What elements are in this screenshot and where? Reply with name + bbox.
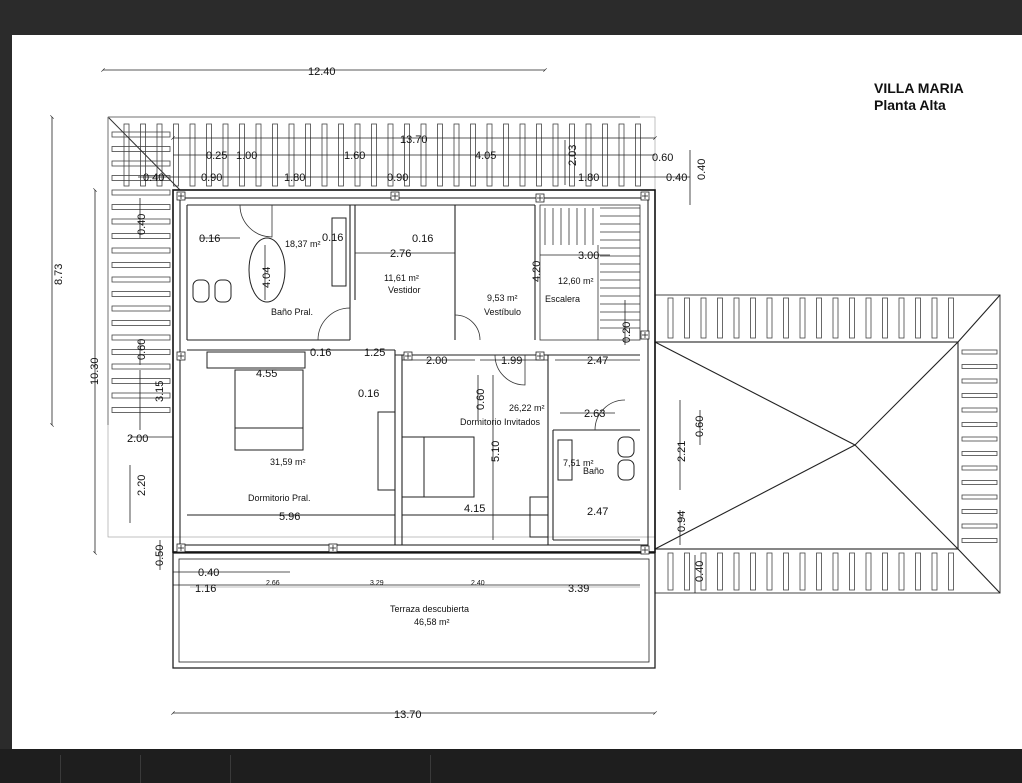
svg-text:0.90: 0.90 [201,172,222,184]
svg-text:1.80: 1.80 [284,172,305,184]
svg-text:Vestidor: Vestidor [388,285,421,295]
svg-text:7,51 m²: 7,51 m² [563,458,594,468]
svg-text:1.00: 1.00 [236,150,257,162]
svg-text:12,60 m²: 12,60 m² [558,276,594,286]
svg-text:0.16: 0.16 [322,232,343,244]
room-labels: 18,37 m² Baño Pral. 11,61 m² Vestidor 9,… [248,239,604,627]
floor-title: Planta Alta [874,97,946,113]
svg-text:1.99: 1.99 [501,355,522,367]
svg-text:4.55: 4.55 [256,368,277,380]
dimension-labels: 12.40 13.70 13.70 8.73 10.30 0.25 1.00 1… [53,66,708,721]
svg-text:1.25: 1.25 [364,347,385,359]
svg-text:0.16: 0.16 [358,388,379,400]
svg-text:4.04: 4.04 [261,267,273,288]
svg-text:1.16: 1.16 [195,583,216,595]
svg-text:31,59 m²: 31,59 m² [270,457,306,467]
dim-left-upper: 8.73 [53,264,65,285]
svg-text:11,61 m²: 11,61 m² [384,273,419,283]
roof-eave-main [111,123,641,413]
svg-text:2.00: 2.00 [127,433,148,445]
svg-text:2.63: 2.63 [584,408,605,420]
svg-text:46,58 m²: 46,58 m² [414,617,450,627]
svg-text:2.03: 2.03 [567,145,579,166]
svg-text:0.16: 0.16 [412,233,433,245]
svg-text:0.16: 0.16 [199,233,220,245]
vanity-counter [331,217,347,287]
svg-text:Vestíbulo: Vestíbulo [484,307,521,317]
svg-text:0.40: 0.40 [198,567,219,579]
dim-bottom-overall: 13.70 [394,709,422,721]
svg-text:0.94: 0.94 [676,511,688,532]
svg-text:0.25: 0.25 [206,150,227,162]
dim-top-overall: 12.40 [308,66,336,78]
svg-text:4.20: 4.20 [531,261,543,282]
project-title: VILLA MARIA [874,80,964,96]
dim-left-total: 10.30 [89,357,101,385]
svg-text:0.60: 0.60 [652,152,673,164]
svg-text:2.00: 2.00 [426,355,447,367]
svg-text:0.40: 0.40 [143,172,164,184]
svg-text:0.60: 0.60 [136,339,148,360]
svg-text:2.47: 2.47 [587,355,608,367]
svg-text:5.96: 5.96 [279,511,300,523]
svg-text:Baño Pral.: Baño Pral. [271,307,313,317]
title-block: VILLA MARIA Planta Alta [874,80,964,114]
svg-text:2.40: 2.40 [471,580,485,587]
guest-sink-icon [557,439,573,481]
svg-text:Dormitorio Pral.: Dormitorio Pral. [248,493,311,503]
svg-text:Baño: Baño [583,466,604,476]
dimension-lines [50,68,701,715]
svg-text:0.40: 0.40 [136,214,148,235]
svg-text:26,22 m²: 26,22 m² [509,403,545,413]
terrace [172,552,656,669]
svg-text:1.80: 1.80 [578,172,599,184]
bidet-icon [214,279,232,303]
svg-text:0.60: 0.60 [475,389,487,410]
svg-text:3.00: 3.00 [578,250,599,262]
bathtub-icon [248,237,286,303]
guest-toilet-icon [617,436,635,458]
doors [239,204,626,431]
roof-eave-east [667,297,998,591]
guest-bed-icon [401,436,475,498]
svg-text:Terraza descubierta: Terraza descubierta [390,604,469,614]
svg-text:0.90: 0.90 [387,172,408,184]
svg-text:Escalera: Escalera [545,294,580,304]
svg-text:Dormitorio Invitados: Dormitorio Invitados [460,417,541,427]
svg-text:2.47: 2.47 [587,506,608,518]
svg-text:2.20: 2.20 [136,475,148,496]
svg-text:0.40: 0.40 [694,561,706,582]
toilet-icon [192,279,210,303]
svg-text:2.21: 2.21 [676,441,688,462]
svg-text:2.66: 2.66 [266,580,280,587]
svg-text:0.40: 0.40 [696,159,708,180]
svg-text:3.15: 3.15 [154,381,166,402]
east-roof [654,294,1001,594]
svg-text:1.60: 1.60 [344,150,365,162]
corner-markers [176,191,650,555]
svg-text:18,37 m²: 18,37 m² [285,239,321,249]
dresser [377,411,396,491]
svg-text:0.50: 0.50 [154,545,166,566]
dim-top-inner: 13.70 [400,134,428,146]
wardrobe [206,351,306,369]
svg-text:0.60: 0.60 [694,416,706,437]
svg-text:0.40: 0.40 [666,172,687,184]
staircase [539,204,641,341]
svg-text:3.29: 3.29 [370,580,384,587]
svg-text:4.15: 4.15 [464,503,485,515]
exterior-walls [172,189,656,553]
svg-text:5.10: 5.10 [490,441,502,462]
svg-text:4.05: 4.05 [475,150,496,162]
double-bed-icon [234,369,304,451]
svg-text:0.16: 0.16 [310,347,331,359]
svg-text:0.20: 0.20 [621,322,633,343]
background-strip [0,749,1022,783]
furniture [192,217,635,538]
svg-text:2.76: 2.76 [390,248,411,260]
svg-text:9,53 m²: 9,53 m² [487,293,518,303]
svg-text:3.39: 3.39 [568,583,589,595]
